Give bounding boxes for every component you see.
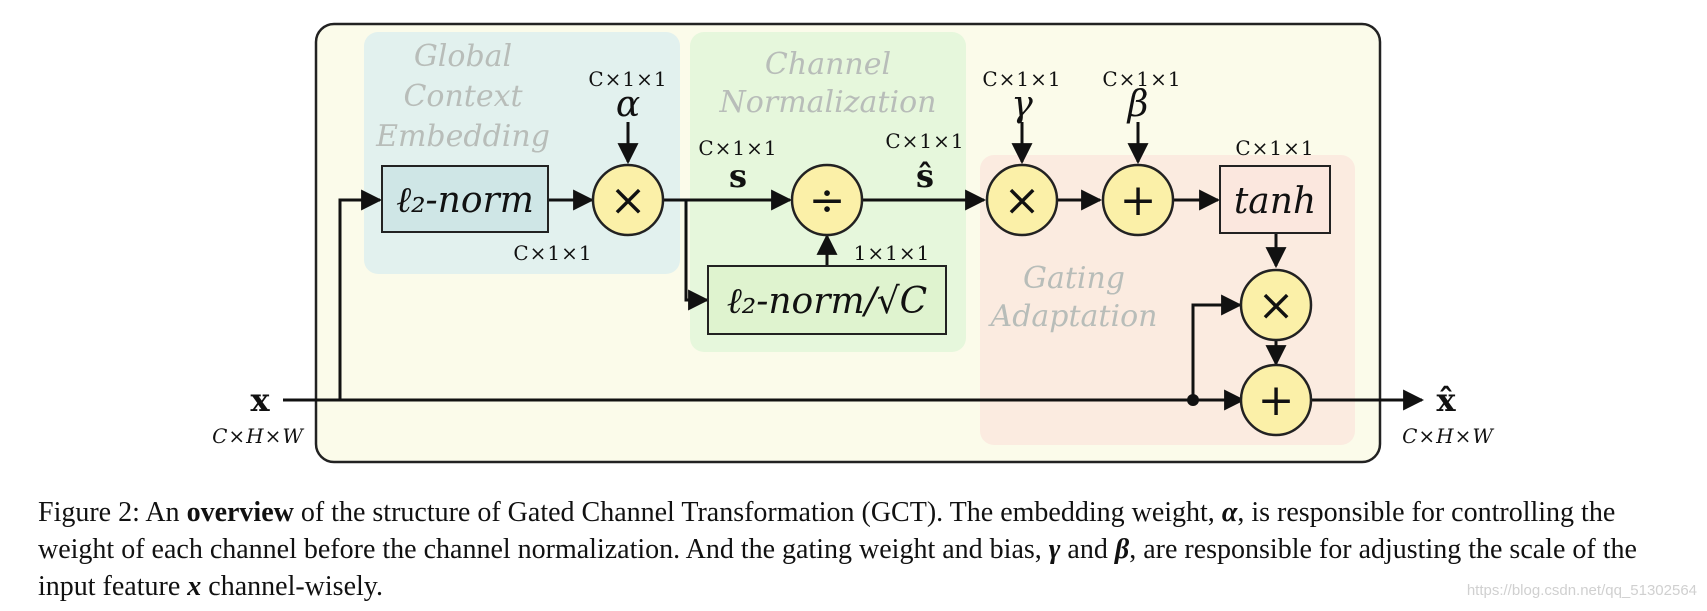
gamma-multiply-node bbox=[985, 163, 1059, 237]
branch-x-to-mult bbox=[1191, 294, 1243, 400]
gate-multiply-symbol: × bbox=[1258, 280, 1295, 331]
alpha-multiply-symbol: × bbox=[610, 175, 647, 226]
s-hat-label: ŝ bbox=[916, 157, 934, 195]
s-label: s bbox=[729, 157, 747, 195]
caption-part2: , is responsible for controlling the wei… bbox=[38, 497, 1616, 565]
dim-l2norm-out: C×1×1 bbox=[513, 241, 592, 265]
region-label-gating-2: Adaptation bbox=[988, 299, 1158, 334]
watermark: https://blog.csdn.net/qq_51302564 bbox=[1466, 582, 1697, 599]
dim-s: C×1×1 bbox=[698, 136, 777, 160]
caption-prefix: Figure 2: An bbox=[38, 497, 187, 528]
alpha-label: α bbox=[616, 84, 640, 125]
residual-add-node bbox=[1239, 363, 1313, 437]
gamma-multiply-symbol: × bbox=[1004, 175, 1041, 226]
l2norm-box-label: ℓ₂-norm bbox=[396, 180, 534, 221]
dim-alpha: C×1×1 bbox=[588, 67, 667, 91]
dim-norm: 1×1×1 bbox=[854, 241, 931, 265]
caption-beta: β bbox=[1114, 534, 1130, 565]
caption-alpha: α bbox=[1221, 497, 1238, 528]
region-label-global-1: Global bbox=[414, 39, 512, 74]
gamma-label: γ bbox=[1011, 84, 1033, 125]
dim-s-hat: C×1×1 bbox=[885, 129, 964, 153]
input-x-label: x bbox=[250, 381, 270, 419]
divide-symbol: ÷ bbox=[809, 175, 846, 226]
region-label-gating-1: Gating bbox=[1023, 261, 1125, 296]
region-label-channel-2: Normalization bbox=[719, 85, 937, 120]
region-label-global-2: Context bbox=[403, 79, 523, 114]
gate-multiply-node bbox=[1239, 268, 1313, 342]
beta-add-node bbox=[1101, 163, 1175, 237]
branch-to-l2norm-sqrt bbox=[684, 200, 710, 311]
dim-output: C×H×W bbox=[1402, 424, 1494, 448]
caption-gamma: γ bbox=[1048, 534, 1061, 565]
junction-dot bbox=[1187, 394, 1199, 406]
region-label-global-3: Embedding bbox=[375, 119, 550, 154]
dim-input: C×H×W bbox=[212, 424, 304, 448]
beta-label: β bbox=[1126, 84, 1149, 125]
caption-x: x bbox=[187, 571, 202, 602]
output-x-hat-label: x̂ bbox=[1436, 381, 1456, 419]
caption-part3: , are responsible for adjusting the scal… bbox=[38, 534, 1637, 602]
region-label-channel-1: Channel bbox=[765, 47, 891, 82]
residual-add-symbol: + bbox=[1258, 375, 1295, 426]
l2norm-box bbox=[381, 165, 549, 233]
dim-tanh: C×1×1 bbox=[1235, 136, 1314, 160]
tanh-box-label: tanh bbox=[1234, 181, 1316, 222]
dim-gamma: C×1×1 bbox=[982, 67, 1061, 91]
beta-add-symbol: + bbox=[1120, 175, 1157, 226]
dim-beta: C×1×1 bbox=[1102, 67, 1181, 91]
l2norm-sqrt-box-label: ℓ₂-norm/√C bbox=[727, 281, 927, 322]
alpha-multiply-node bbox=[591, 163, 665, 237]
figure-caption: Figure 2: An overview of the structure o… bbox=[38, 494, 1698, 605]
gct-diagram: Global Context Embedding Channel Normali… bbox=[212, 22, 1494, 464]
caption-part4: channel-wisely. bbox=[201, 571, 383, 602]
caption-bold: overview bbox=[186, 497, 294, 528]
branch-to-l2norm bbox=[338, 189, 383, 400]
caption-and: and bbox=[1060, 534, 1115, 565]
caption-part1: of the structure of Gated Channel Transf… bbox=[293, 497, 1222, 528]
divide-node bbox=[790, 163, 864, 237]
l2norm-sqrt-box bbox=[707, 265, 947, 335]
tanh-box bbox=[1219, 165, 1331, 234]
